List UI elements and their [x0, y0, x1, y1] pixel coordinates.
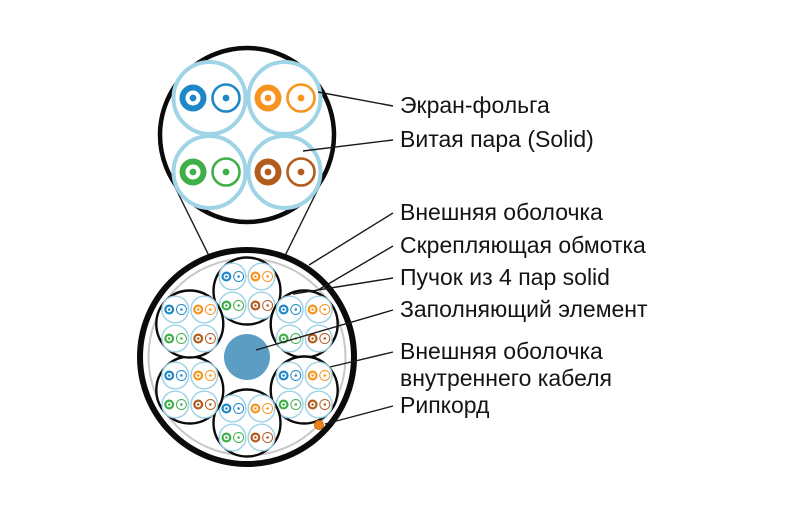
twisted-pair-orange: [246, 60, 323, 136]
twisted-pair-blue: [171, 60, 248, 136]
label-foil-shield: Экран-фольга: [400, 92, 550, 118]
label-bundle-4-pairs: Пучок из 4 пар solid: [400, 264, 610, 290]
cable-view: [137, 247, 357, 467]
leader-lines: [255, 91, 394, 425]
label-inner-jacket-line2: внутреннего кабеля: [400, 365, 612, 391]
label-ripcord: Рипкорд: [400, 392, 490, 418]
bundle-upper-right: [271, 291, 338, 358]
leader-line-twisted-pair: [302, 139, 394, 152]
twisted-pair-brown: [246, 134, 323, 210]
filler-element: [224, 334, 270, 380]
leader-line-inner-jacket: [329, 351, 394, 368]
leader-line-filler: [255, 309, 394, 351]
label-binding-wrap: Скрепляющая обмотка: [400, 232, 646, 258]
bundle-upper-left: [156, 291, 223, 358]
leader-line-bundle: [292, 277, 394, 295]
leader-line-binding-wrap: [317, 245, 394, 291]
bundle-top: [214, 258, 281, 325]
leader-line-foil-shield: [317, 91, 394, 107]
leader-line-outer-jacket: [308, 212, 394, 266]
bundle-lower-right: [271, 357, 338, 424]
ripcord-dot: [314, 420, 324, 430]
label-filler-element: Заполняющий элемент: [400, 296, 648, 322]
twisted-pair-green: [171, 134, 248, 210]
leader-line-ripcord: [324, 405, 394, 425]
bundle-lower-left: [156, 357, 223, 424]
labels: Экран-фольга Витая пара (Solid) Внешняя …: [400, 92, 648, 418]
label-outer-jacket: Внешняя оболочка: [400, 199, 603, 225]
label-inner-jacket-line1: Внешняя оболочка: [400, 338, 603, 364]
bundle-bottom: [214, 390, 281, 457]
label-twisted-pair-solid: Витая пара (Solid): [400, 126, 594, 152]
zoom-view: [157, 45, 337, 225]
